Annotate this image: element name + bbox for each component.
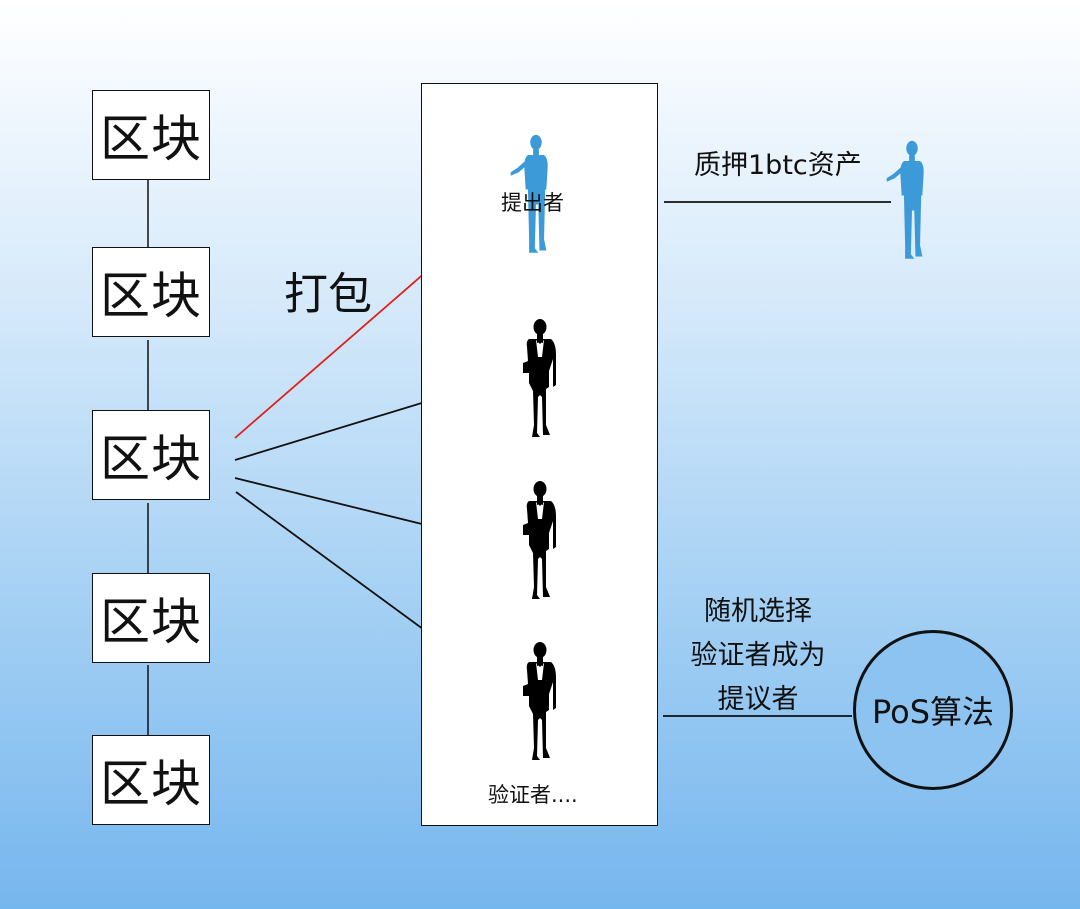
random-select-line-1: 随机选择 [704,596,812,627]
stake-label: 质押1btc资产 [694,150,862,181]
block-4: 区块 [92,573,210,663]
proposer-label: 提出者 [501,191,564,215]
validator-figure-icon [523,481,556,599]
pos-algorithm-circle: PoS算法 [853,630,1013,790]
block-2: 区块 [92,247,210,337]
random-select-line-2: 验证者成为 [690,640,826,671]
validators-label: 验证者.... [488,783,578,807]
validator-figure-icon [523,319,556,437]
pack-label: 打包 [284,269,372,320]
validator-figure-icon [523,642,556,760]
random-select-label: 随机选择 验证者成为 提议者 [668,590,848,722]
staker-figure-icon [886,140,924,259]
block-5: 区块 [92,735,210,825]
block-1: 区块 [92,90,210,180]
block-3: 区块 [92,410,210,500]
random-select-line-3: 提议者 [717,684,799,715]
